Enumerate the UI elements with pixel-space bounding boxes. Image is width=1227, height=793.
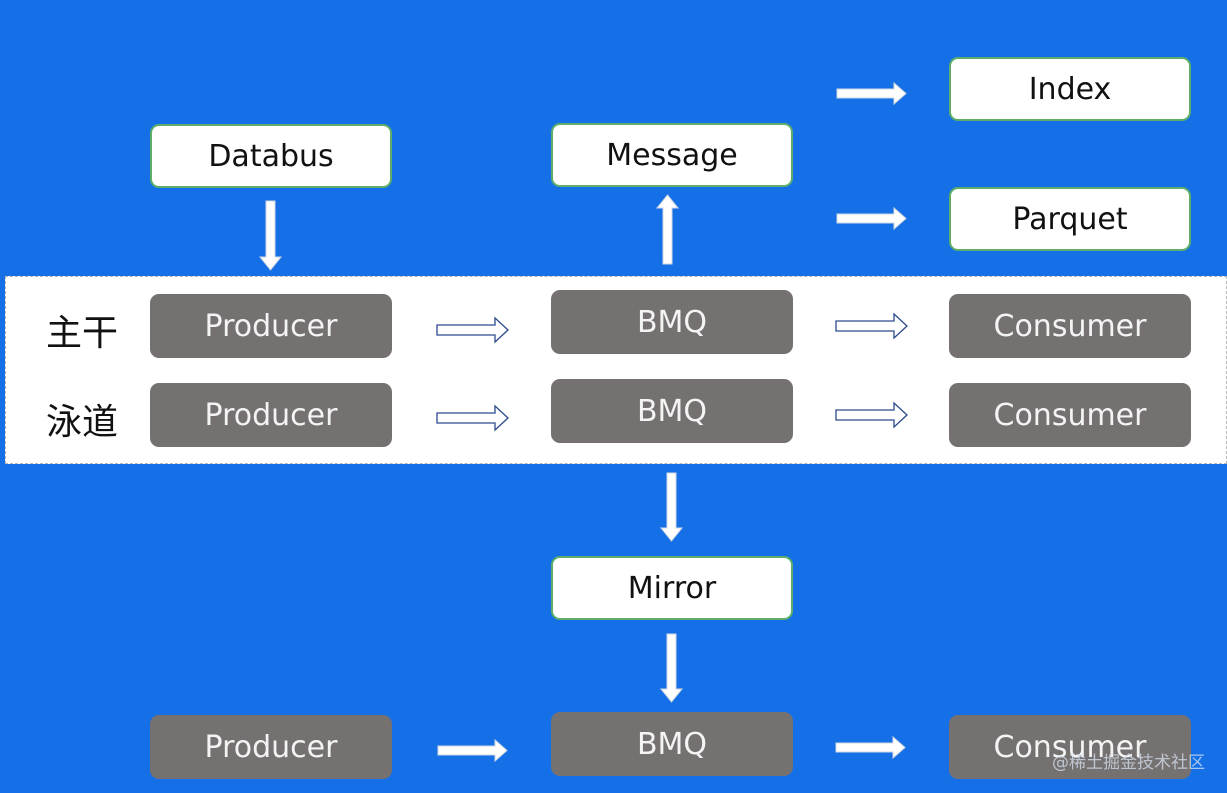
mirror-node: Mirror — [551, 556, 793, 620]
consumer-node-lane: Consumer — [949, 383, 1191, 447]
consumer-label: Consumer — [993, 729, 1147, 765]
hollow-arrow-right-icon — [835, 401, 908, 429]
consumer-label: Consumer — [993, 397, 1147, 433]
arrow-right-icon — [836, 206, 907, 231]
message-node: Message — [551, 123, 793, 187]
producer-node-main: Producer — [150, 294, 392, 358]
mirror-label: Mirror — [627, 570, 717, 606]
arrow-up-icon — [655, 194, 680, 265]
databus-node: Databus — [150, 124, 392, 188]
consumer-label: Consumer — [993, 308, 1147, 344]
hollow-arrow-right-icon — [835, 312, 908, 340]
consumer-node-mirror: Consumer — [949, 715, 1191, 779]
watermark: @稀土掘金技术社区 — [1052, 753, 1205, 773]
bmq-label: BMQ — [636, 726, 708, 762]
producer-label: Producer — [204, 308, 338, 344]
producer-node-mirror: Producer — [150, 715, 392, 779]
parquet-label: Parquet — [1012, 201, 1128, 237]
consumer-node-main: Consumer — [949, 294, 1191, 358]
index-label: Index — [1028, 71, 1112, 107]
arrow-down-icon — [258, 200, 283, 271]
parquet-node: Parquet — [949, 187, 1191, 251]
bmq-label: BMQ — [636, 393, 708, 429]
row-label-lane: 泳道 — [46, 402, 119, 443]
hollow-arrow-right-icon — [436, 316, 509, 344]
arrow-right-icon — [836, 81, 907, 106]
bmq-node-lane: BMQ — [551, 379, 793, 443]
index-node: Index — [949, 57, 1191, 121]
bmq-node-mirror: BMQ — [551, 712, 793, 776]
message-label: Message — [606, 137, 738, 173]
arrow-down-icon — [659, 633, 684, 703]
bmq-label: BMQ — [636, 304, 708, 340]
row-label-main: 主干 — [46, 313, 119, 354]
producer-node-lane: Producer — [150, 383, 392, 447]
databus-label: Databus — [208, 138, 334, 174]
producer-label: Producer — [204, 397, 338, 433]
arrow-right-icon — [835, 735, 906, 760]
bmq-node-main: BMQ — [551, 290, 793, 354]
producer-label: Producer — [204, 729, 338, 765]
arrow-right-icon — [437, 738, 508, 763]
arrow-down-icon — [659, 472, 684, 542]
hollow-arrow-right-icon — [436, 404, 509, 432]
